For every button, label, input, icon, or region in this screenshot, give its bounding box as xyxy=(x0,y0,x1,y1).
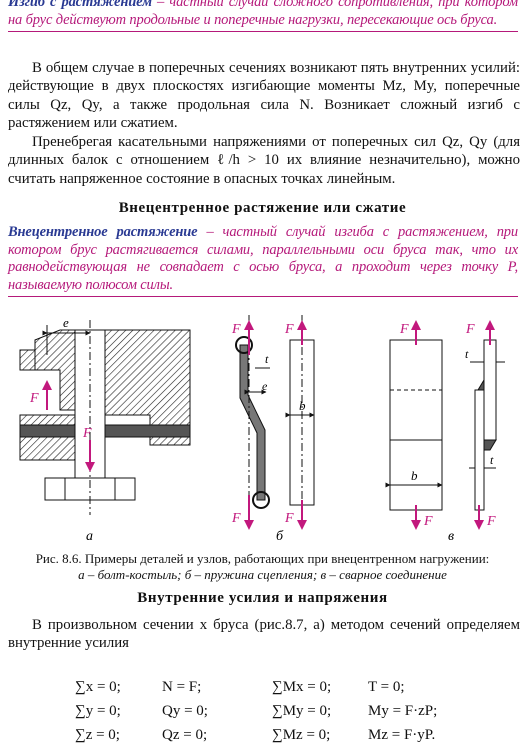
paragraph-internal-forces: В общем случае в поперечных сечениях воз… xyxy=(8,59,520,133)
force-label: F xyxy=(423,514,433,529)
equation: ∑y = 0; xyxy=(75,703,121,719)
figure-label-a: а xyxy=(86,529,93,544)
force-label: F xyxy=(486,514,496,529)
eccentric-definition: Внецентренное растяжение – частный случа… xyxy=(8,224,518,297)
label-t: t xyxy=(490,453,494,467)
paragraph-shear-neglect: Пренебрегая касательными напряжениями от… xyxy=(8,133,520,188)
figure-b-clutch-spring: F F t e b F F б xyxy=(231,315,315,544)
equation: N = F; xyxy=(162,679,202,695)
equation: Qy = 0; xyxy=(162,703,208,719)
bending-text: – частный случай сложного сопротивления,… xyxy=(8,0,518,28)
force-label: F xyxy=(82,426,92,441)
caption-line-2: а – болт-костыль; б – пружина сцепления;… xyxy=(78,566,447,582)
figure-caption: Рис. 8.6. Примеры деталей и узлов, работ… xyxy=(0,551,525,582)
label-e: e xyxy=(262,379,268,393)
label-b: b xyxy=(411,468,418,483)
definition-underline xyxy=(8,296,518,297)
equation: ∑Mx = 0; xyxy=(272,679,332,695)
paragraph-3-text: В произвольном сечении x бруса (рис.8.7,… xyxy=(8,617,520,652)
bending-term: Изгиб с растяжением xyxy=(8,0,152,10)
equation: ∑x = 0; xyxy=(75,679,121,695)
force-label: F xyxy=(284,322,294,337)
force-label: F xyxy=(29,391,39,406)
equation: ∑z = 0; xyxy=(75,727,120,743)
section-heading-internal-forces: Внутренние усилия и напряжения xyxy=(137,590,388,606)
force-label: F xyxy=(284,511,294,526)
figure-c-welded-joint: b F F t t F F в xyxy=(385,320,505,544)
equation: Qz = 0; xyxy=(162,727,208,743)
figure-8-6: e F F а F F t e b F F б xyxy=(19,315,505,544)
equation: ∑My = 0; xyxy=(272,703,332,719)
figure-label-c: в xyxy=(448,529,454,544)
force-label: F xyxy=(231,511,241,526)
figure-label-b: б xyxy=(276,529,284,544)
section-heading-eccentric: Внецентренное растяжение или сжатие xyxy=(118,200,407,216)
paragraph-2-text: Пренебрегая касательными напряжениями от… xyxy=(8,134,520,187)
equation: T = 0; xyxy=(368,679,405,695)
bending-definition: Изгиб с растяжением – частный случай сло… xyxy=(8,0,518,32)
caption-line-1: Рис. 8.6. Примеры деталей и узлов, работ… xyxy=(35,551,490,566)
force-label: F xyxy=(231,322,241,337)
paragraph-section-method: В произвольном сечении x бруса (рис.8.7,… xyxy=(8,616,520,653)
eccentric-text: – частный случай изгиба с растяжением, п… xyxy=(8,224,518,293)
equation: My = F·zP; xyxy=(368,703,438,719)
figure-a-bolt-hook: e F F а xyxy=(19,315,191,544)
equation: Mz = F·yP. xyxy=(368,727,436,743)
label-t: t xyxy=(465,347,469,361)
force-label: F xyxy=(465,322,475,337)
label-b: b xyxy=(299,398,306,413)
label-t: t xyxy=(265,352,269,366)
equation: ∑Mz = 0; xyxy=(272,727,331,743)
force-label: F xyxy=(399,322,409,337)
paragraph-1-text: В общем случае в поперечных сечениях воз… xyxy=(8,60,520,132)
eccentric-term: Внецентренное растяжение xyxy=(8,224,198,240)
label-e: e xyxy=(63,315,69,330)
definition-underline xyxy=(8,31,518,32)
